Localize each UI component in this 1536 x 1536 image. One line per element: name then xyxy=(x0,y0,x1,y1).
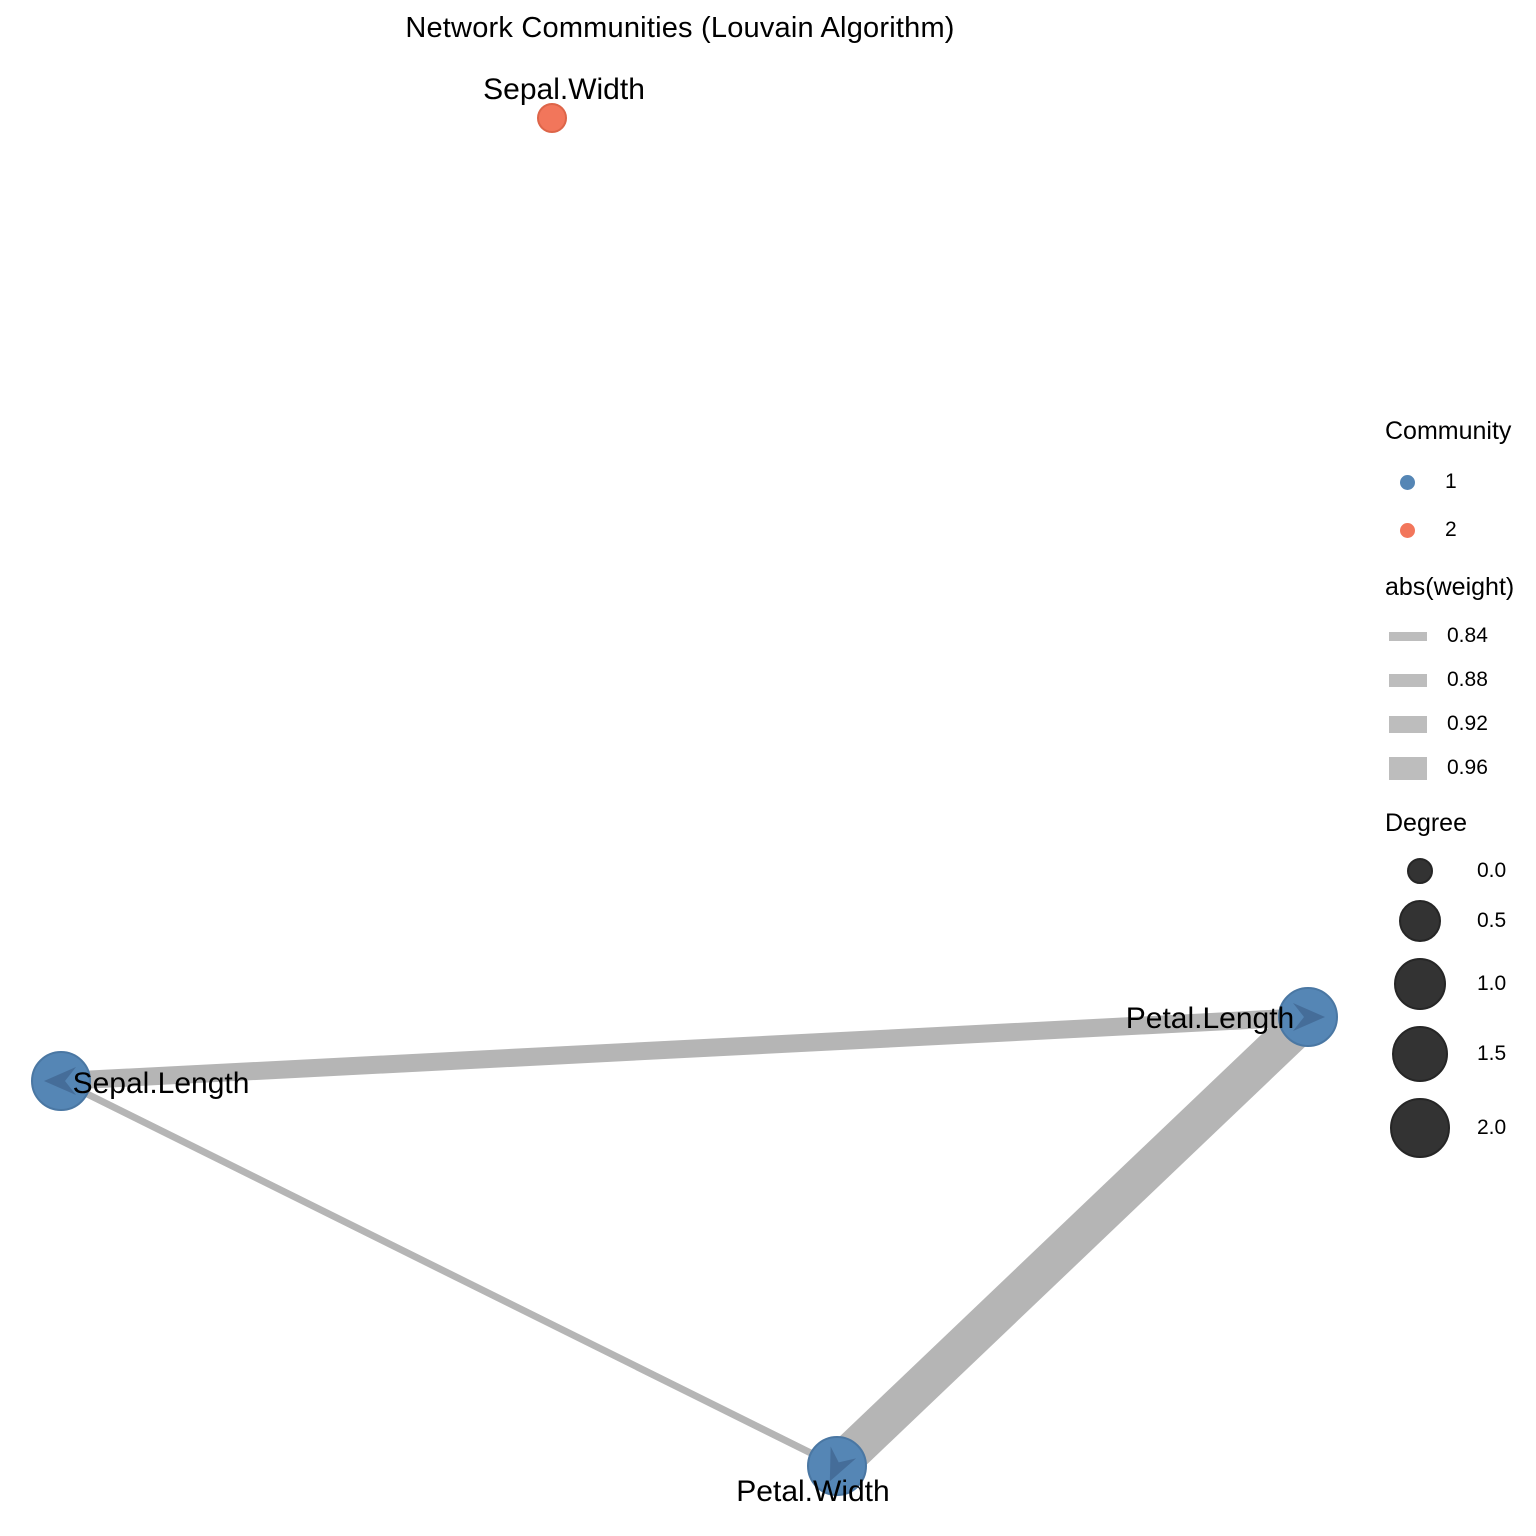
node-sepal-width xyxy=(537,103,567,133)
weight-bar-icon xyxy=(1389,631,1427,641)
legend-community-item-2-label: 2 xyxy=(1445,518,1457,541)
legend-weight-item-0.84-label: 0.84 xyxy=(1447,624,1488,647)
legend-degree-item-2.0-label: 2.0 xyxy=(1477,1116,1507,1139)
legend-degree-item-1.5-label: 1.5 xyxy=(1477,1042,1507,1065)
chart-title: Network Communities (Louvain Algorithm) xyxy=(405,12,955,44)
legend-weight-item-0.92-label: 0.92 xyxy=(1447,712,1488,735)
legend-weight-title: abs(weight) xyxy=(1385,573,1515,601)
degree-disc-icon xyxy=(1390,1098,1450,1158)
legend-community-item-2: 2 xyxy=(1383,506,1535,554)
legend-section-weight: abs(weight) 0.84 0.88 0.92 0.96 xyxy=(1383,572,1535,790)
legend-weight-item-0.88-label: 0.88 xyxy=(1447,668,1488,691)
legend-section-community: Community 1 2 xyxy=(1383,416,1535,554)
edge-Sepal.Length-Petal.Width xyxy=(59,1077,839,1470)
legend-degree-item-1.5: 1.5 xyxy=(1383,1018,1535,1090)
degree-disc-icon xyxy=(1394,958,1446,1010)
legend-degree-item-1.0: 1.0 xyxy=(1383,950,1535,1018)
weight-bar-icon xyxy=(1389,756,1427,780)
legend-weight-item-0.92: 0.92 xyxy=(1383,702,1535,746)
legend-community-item-1-label: 1 xyxy=(1445,470,1457,493)
legend-degree-item-1.0-label: 1.0 xyxy=(1477,972,1507,995)
legend-weight-item-0.96: 0.96 xyxy=(1383,746,1535,790)
legend-degree-item-0.0: 0.0 xyxy=(1383,850,1535,892)
edge-arrowhead-icon xyxy=(1293,1003,1325,1031)
edge-arrowhead-icon xyxy=(829,1446,857,1482)
legend-degree-item-2.0: 2.0 xyxy=(1383,1090,1535,1166)
degree-disc-icon xyxy=(1399,900,1441,942)
legend-community-item-1: 1 xyxy=(1383,458,1535,506)
edge-Sepal.Length-Petal.Length xyxy=(60,1008,1309,1090)
node-label-petal-width: Petal.Width xyxy=(736,1475,890,1508)
node-label-sepal-width: Sepal.Width xyxy=(483,73,645,106)
weight-bar-icon xyxy=(1389,673,1427,687)
edge-arrowhead-icon xyxy=(44,1067,76,1095)
edge-Petal.Width-Petal.Length xyxy=(823,1002,1322,1481)
node-label-petal-length: Petal.Length xyxy=(1125,1002,1295,1035)
legend-weight-item-0.96-label: 0.96 xyxy=(1447,756,1488,779)
weight-bar-icon xyxy=(1389,715,1427,733)
legend-degree-item-0.5-label: 0.5 xyxy=(1477,909,1507,932)
node-sepal-length xyxy=(31,1051,91,1111)
degree-disc-icon xyxy=(1392,1026,1448,1082)
legend-degree-item-0.0-label: 0.0 xyxy=(1477,859,1507,882)
community-dot-icon xyxy=(1399,474,1415,490)
legend-weight-item-0.84: 0.84 xyxy=(1383,614,1535,658)
degree-disc-icon xyxy=(1407,858,1433,884)
node-label-sepal-length: Sepal.Length xyxy=(72,1067,250,1100)
node-petal-width xyxy=(807,1436,867,1496)
legend-community-title: Community xyxy=(1385,417,1512,445)
community-dot-icon xyxy=(1399,522,1415,538)
node-petal-length xyxy=(1278,987,1338,1047)
legend-section-degree: Degree 0.0 0.5 1.0 1.5 2.0 xyxy=(1383,808,1535,1166)
legend-weight-item-0.88: 0.88 xyxy=(1383,658,1535,702)
legend-degree-item-0.5: 0.5 xyxy=(1383,892,1535,950)
legend: Community 1 2 abs(weight) 0.84 0.88 0.92 0.9… xyxy=(1383,416,1535,1184)
legend-degree-title: Degree xyxy=(1385,809,1467,837)
